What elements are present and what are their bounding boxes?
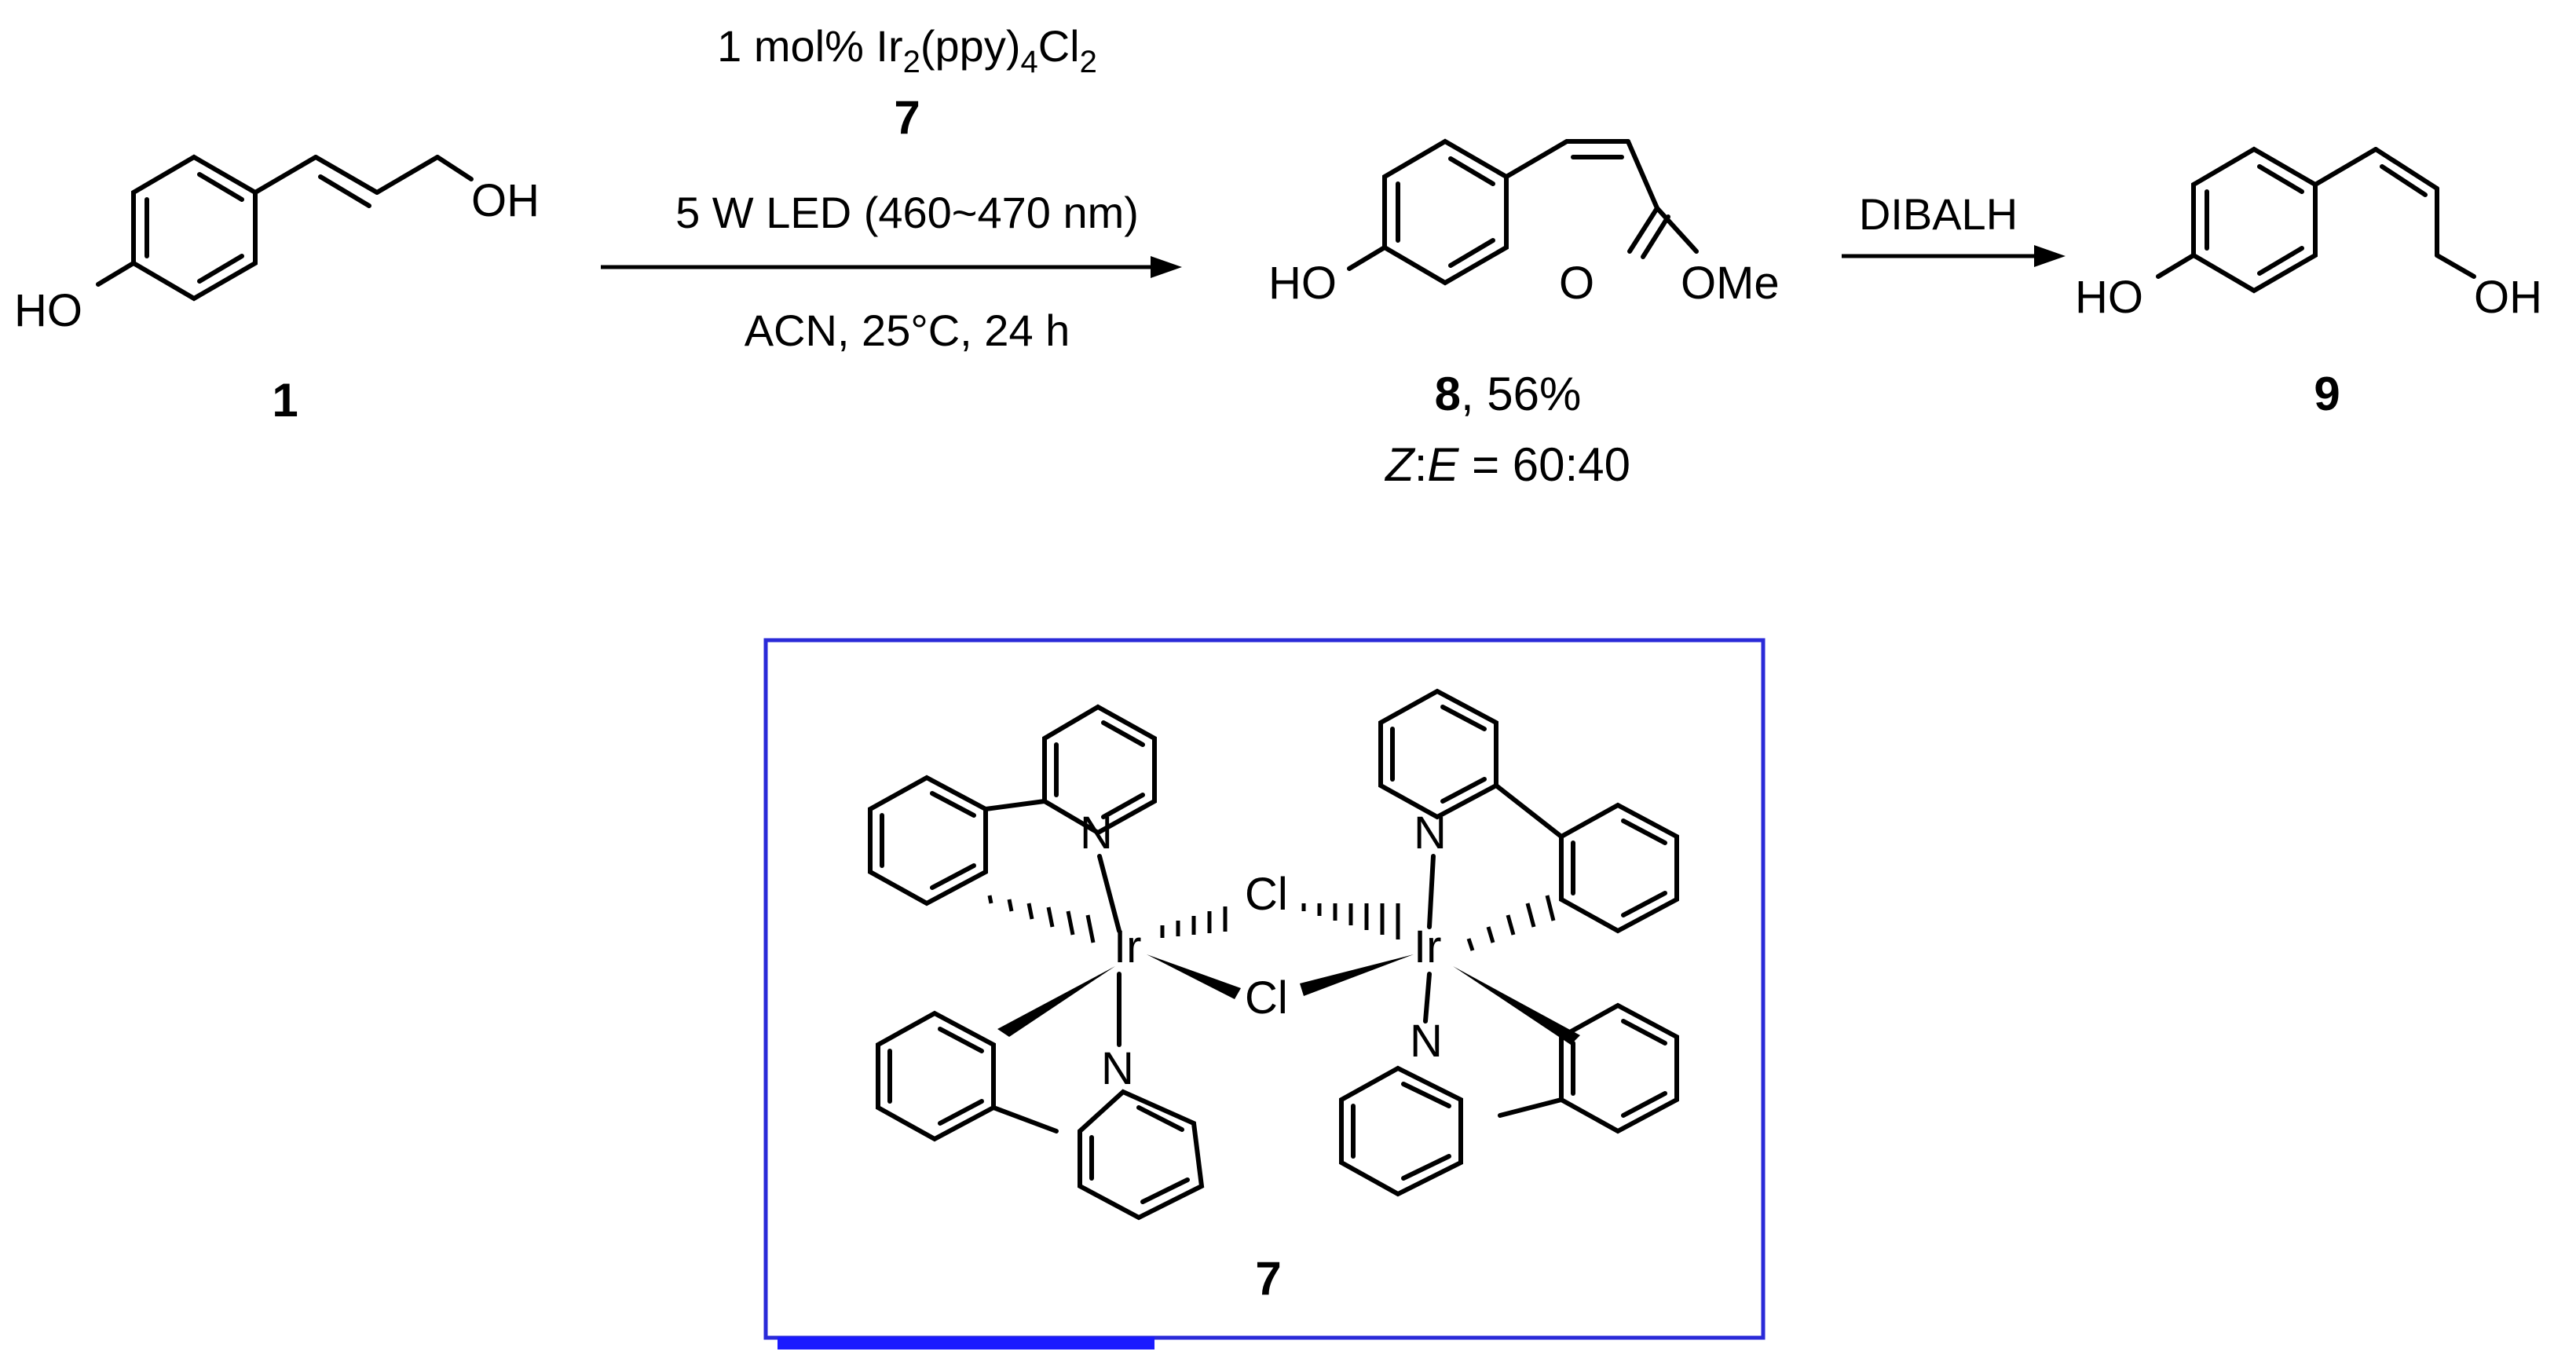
catalyst-loading-text: 1 mol% Ir2(ppy)4Cl2 <box>717 21 1097 79</box>
catalyst-structure-box <box>763 638 1766 1340</box>
compound-8-structure: HO O OMe <box>1268 138 1780 309</box>
box-underline-marker <box>778 1337 1154 1350</box>
bridging-cl-atom-bottom: Cl <box>1245 972 1288 1024</box>
bridging-cl-atom-top: Cl <box>1245 869 1288 920</box>
catalyst-box-label: 7 <box>1255 1252 1281 1305</box>
pyridine-n-atom-3: N <box>1414 808 1447 859</box>
pyridine-n-atom-4: N <box>1410 1016 1443 1067</box>
compound-1-label: 1 <box>272 374 298 427</box>
pyridine-n-atom-1: N <box>1080 808 1113 859</box>
compound-8-ome-group: OMe <box>1681 258 1780 309</box>
dibalh-reagent-text: DIBALH <box>1859 189 2018 239</box>
compound-8-ho-atom: HO <box>1268 258 1337 309</box>
compound-9-label: 9 <box>2314 368 2340 420</box>
compound-8-carbonyl-o-atom: O <box>1559 258 1594 309</box>
catalyst-7-structure: Ir Ir Cl Cl N <box>868 688 1679 1221</box>
solvent-condition-text: ACN, 25°C, 24 h <box>745 306 1070 355</box>
compound-1-structure: OH HO <box>14 154 540 336</box>
reaction-arrow-2-head <box>2034 245 2066 267</box>
compound-9-oh-atom: OH <box>2474 272 2542 323</box>
reaction-conditions-step2: DIBALH <box>1842 189 2066 267</box>
compound-1-oh-atom: OH <box>471 175 540 226</box>
compound-9-ho-atom: HO <box>2075 272 2143 323</box>
reaction-arrow-1-head <box>1151 256 1182 278</box>
pyridine-n-atom-2: N <box>1101 1043 1134 1094</box>
compound-1-ho-atom: HO <box>14 285 82 336</box>
ir-atom-right: Ir <box>1414 921 1441 972</box>
light-condition-text: 5 W LED (460~470 nm) <box>675 188 1139 237</box>
compound-9-structure: OH HO <box>2075 146 2542 323</box>
compound-8-label-yield: 8, 56% <box>1435 368 1582 420</box>
compound-8-ze-ratio: Z:E = 60:40 <box>1384 438 1630 491</box>
reaction-conditions-step1: 1 mol% Ir2(ppy)4Cl2 7 5 W LED (460~470 n… <box>601 21 1182 355</box>
catalyst-label: 7 <box>894 91 920 144</box>
